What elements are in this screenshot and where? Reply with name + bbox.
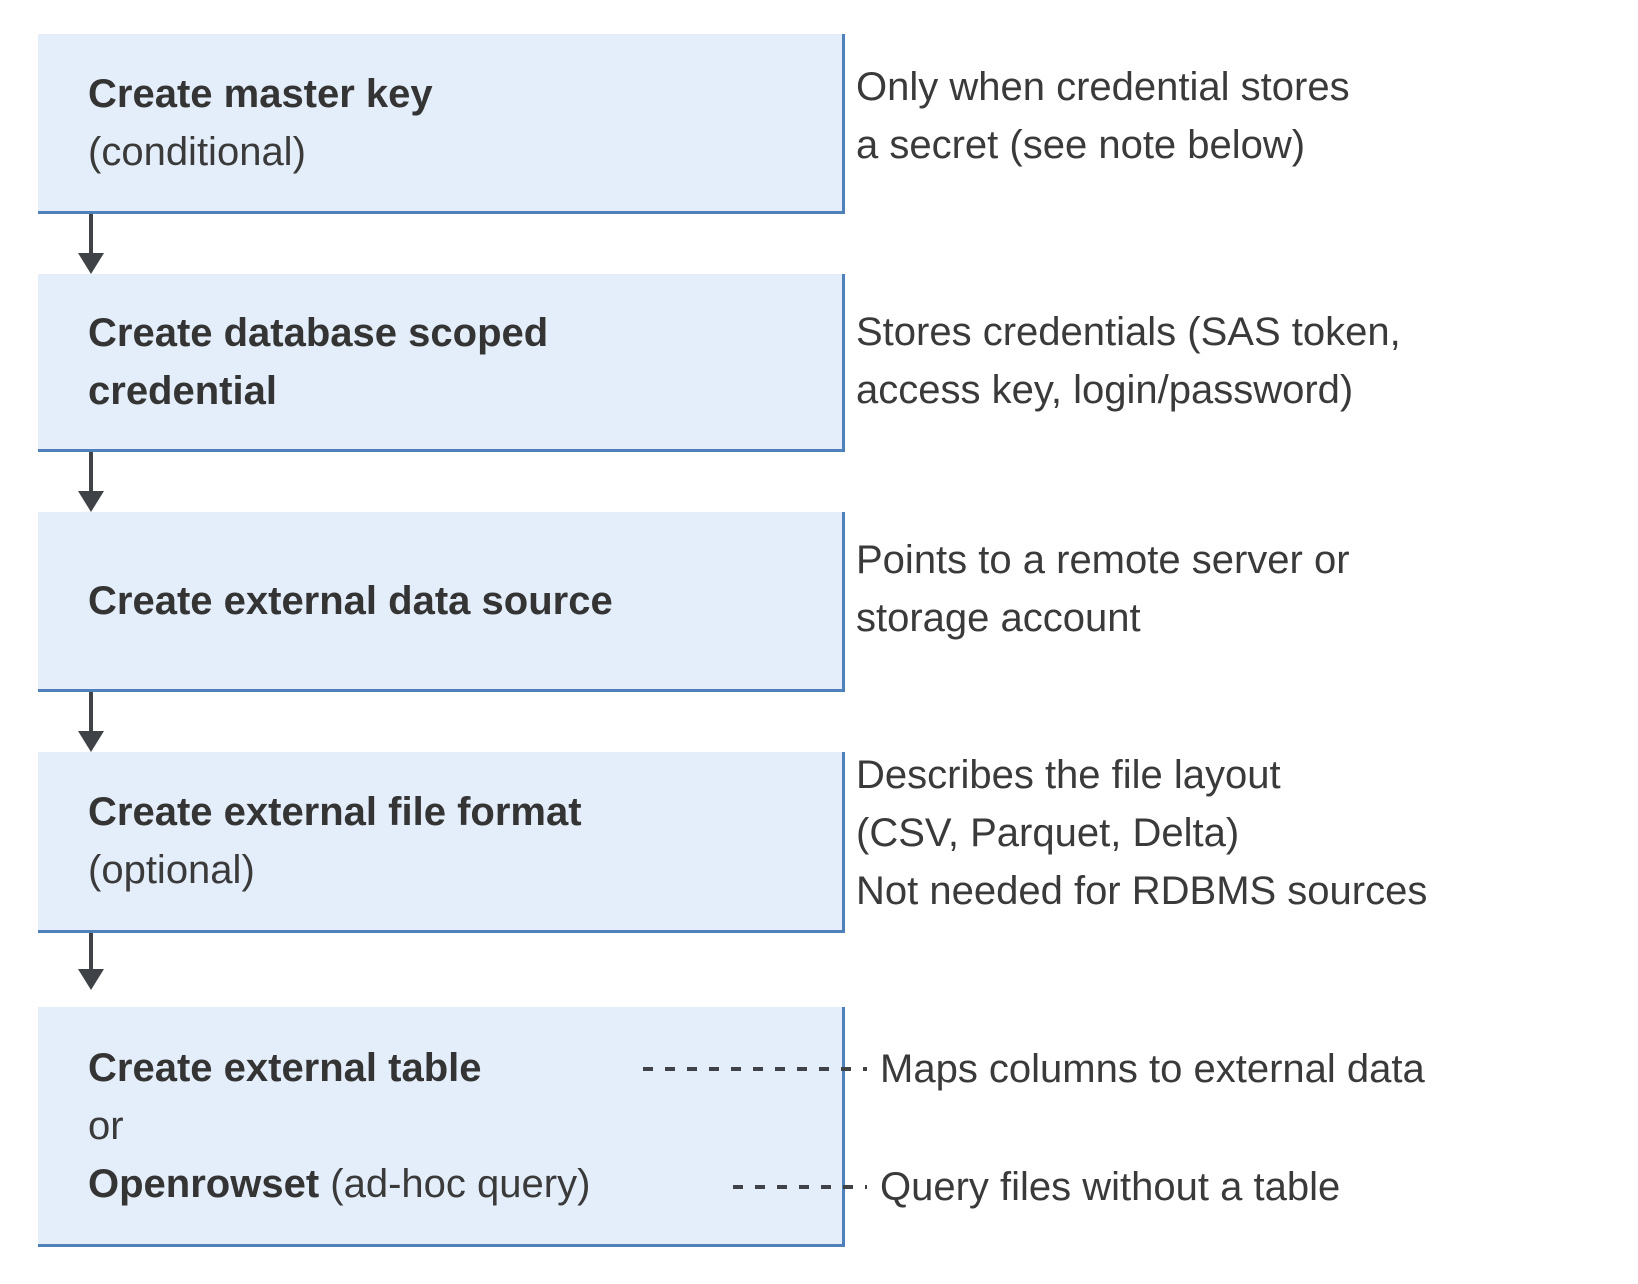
step-box-external-file-format: Create external file format (optional) — [38, 752, 845, 933]
flow-arrow-down-icon — [78, 452, 104, 512]
step-box-external-table: Create external table or Openrowset (ad-… — [38, 1007, 845, 1247]
note-master-key: Only when credential stores a secret (se… — [856, 58, 1350, 174]
note-line: (CSV, Parquet, Delta) — [856, 811, 1240, 855]
step-title: Create master key — [88, 65, 842, 123]
step-box-master-key: Create master key (conditional) — [38, 34, 845, 214]
step-alt-title: Openrowset — [88, 1161, 320, 1206]
note-external-table: Maps columns to external data — [880, 1040, 1425, 1098]
arrow-stem — [89, 692, 93, 732]
note-line: Only when credential stores — [856, 65, 1350, 109]
step-qualifier: (optional) — [88, 848, 255, 892]
step-title-line1: Create database scoped — [88, 310, 549, 355]
note-line: a secret (see note below) — [856, 123, 1306, 167]
step-alt-qualifier: (ad-hoc query) — [319, 1161, 591, 1206]
arrow-head — [78, 969, 104, 990]
note-line: Points to a remote server or — [856, 538, 1350, 582]
flow-arrow-down-icon — [78, 214, 104, 274]
note-line: Stores credentials (SAS token, — [856, 310, 1401, 354]
arrow-head — [78, 731, 104, 752]
step-alt-title-line: Openrowset (ad-hoc query) — [88, 1155, 842, 1213]
arrow-head — [78, 253, 104, 274]
step-title-line2: credential — [88, 368, 277, 413]
flow-arrow-down-icon — [78, 933, 104, 990]
dashed-connector-external-table — [643, 1067, 867, 1071]
note-openrowset: Query files without a table — [880, 1158, 1340, 1216]
step-title: Create external data source — [88, 578, 613, 623]
arrow-stem — [89, 214, 93, 254]
note-line: Not needed for RDBMS sources — [856, 869, 1428, 913]
step-box-external-data-source: Create external data source — [38, 512, 845, 692]
note-scoped-credential: Stores credentials (SAS token, access ke… — [856, 303, 1401, 419]
step-qualifier: (conditional) — [88, 129, 306, 174]
flow-arrow-down-icon — [78, 692, 104, 752]
note-external-data-source: Points to a remote server or storage acc… — [856, 531, 1350, 647]
step-box-scoped-credential: Create database scoped credential — [38, 274, 845, 452]
step-title-text: Create master key — [88, 71, 433, 116]
dashed-connector-openrowset — [733, 1185, 867, 1189]
note-line: storage account — [856, 596, 1141, 640]
step-conjunction: or — [88, 1103, 124, 1148]
arrow-stem — [89, 452, 93, 492]
note-line: access key, login/password) — [856, 368, 1354, 412]
step-title: Create external table — [88, 1045, 482, 1090]
arrow-head — [78, 491, 104, 512]
arrow-stem — [89, 933, 93, 970]
note-external-file-format: Describes the file layout (CSV, Parquet,… — [856, 746, 1427, 920]
note-line: Query files without a table — [880, 1165, 1341, 1209]
note-line: Maps columns to external data — [880, 1047, 1425, 1091]
note-line: Describes the file layout — [856, 753, 1281, 797]
step-title: Create external file format — [88, 790, 582, 834]
